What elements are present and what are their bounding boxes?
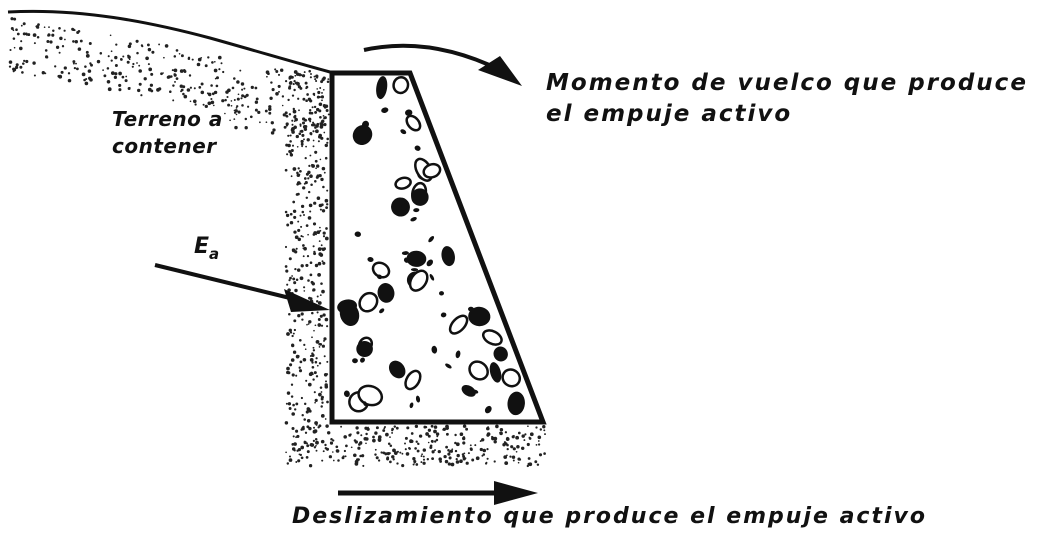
retained-soil: [8, 17, 330, 428]
overturning-label-line-2: el empuje activo: [546, 101, 793, 127]
active-thrust-label: Ea: [194, 234, 220, 263]
active-thrust-arrow: [154, 263, 330, 312]
concrete-aggregate: [337, 75, 525, 416]
overturning-label-line-1: Momento de vuelco que produce: [546, 70, 1028, 96]
soil-label-line-2: contener: [112, 134, 217, 158]
overturning-moment-label: Momento de vuelco que produce el empuje …: [546, 68, 1028, 130]
ground-surface-line: [7, 9, 331, 74]
foundation-soil: [285, 424, 546, 468]
sliding-arrow: [338, 481, 538, 505]
soil-label-line-1: Terreno a: [112, 107, 223, 131]
sliding-label: Deslizamiento que produce el empuje acti…: [292, 504, 927, 529]
retained-soil-label: Terreno a contener: [112, 106, 223, 160]
thrust-subscript: a: [209, 245, 220, 263]
thrust-symbol: E: [194, 234, 210, 259]
overturning-moment-arrow: [363, 43, 522, 86]
